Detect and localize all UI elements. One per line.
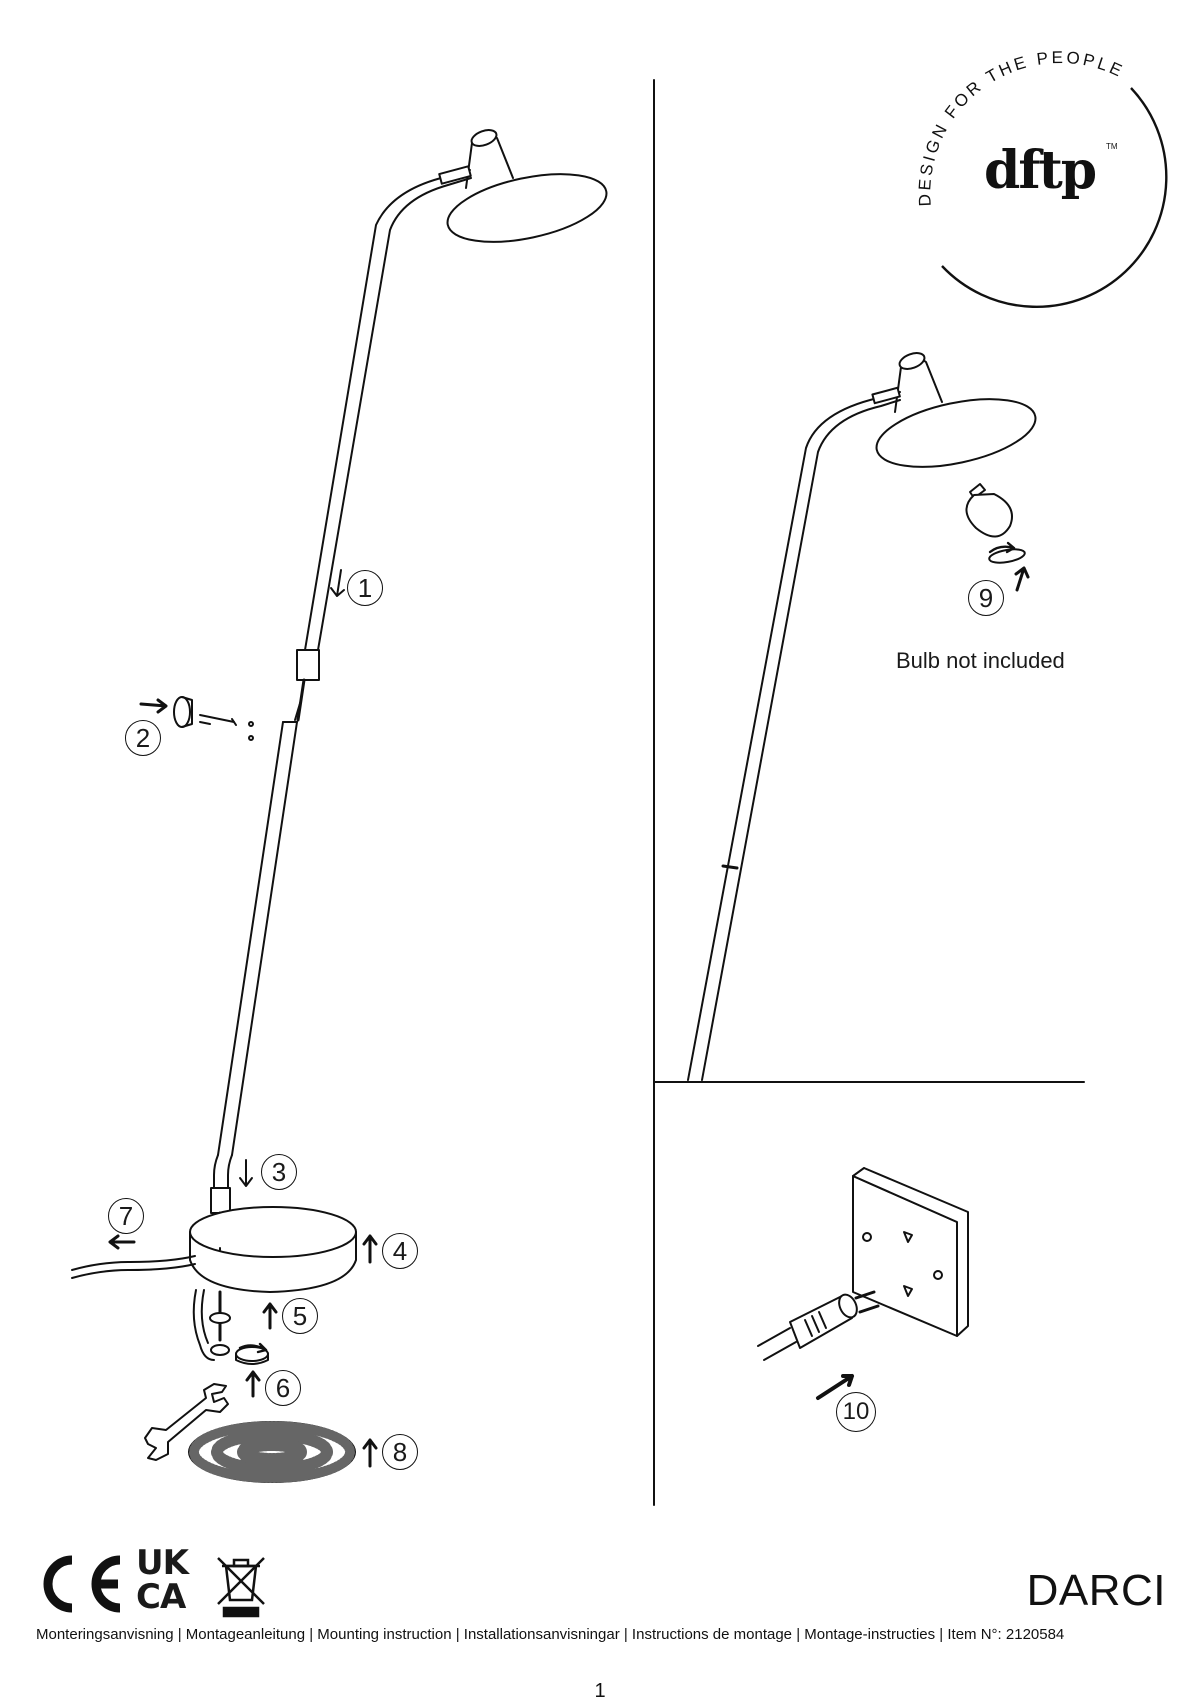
- logo-wordmark: dftp: [984, 140, 1097, 201]
- weee-bin-icon: [217, 1557, 265, 1618]
- lamp-stem-upper: [294, 165, 472, 722]
- power-cable: [71, 1255, 215, 1361]
- step-6-label: 6: [265, 1370, 301, 1406]
- lamp-stem-lower: [210, 1154, 233, 1252]
- lamp-shade-right: [875, 352, 1037, 468]
- wrench-icon: [144, 1383, 229, 1461]
- footer-text: Monteringsanvisning | Montageanleitung |…: [36, 1626, 1065, 1643]
- certification-graphic: [43, 1555, 265, 1618]
- lamp-stem-right: [687, 386, 901, 1081]
- logo-circle-arc: [941, 87, 1168, 309]
- ce-mark-c: [43, 1555, 73, 1613]
- arrow-step-7: [108, 1234, 136, 1250]
- lamp-base: [189, 1206, 357, 1293]
- bulb-icon: [965, 483, 1013, 538]
- ce-mark-e: [91, 1555, 121, 1613]
- nut-step-6: [235, 1342, 269, 1365]
- bulb-note: Bulb not included: [896, 648, 1065, 673]
- step-2-label: 2: [125, 720, 161, 756]
- arrow-step-6: [245, 1370, 261, 1398]
- washer-step-5: [209, 1290, 231, 1356]
- arrow-step-5: [262, 1302, 278, 1330]
- arrow-step-8: [362, 1438, 378, 1468]
- step-8-label: 8: [382, 1434, 418, 1470]
- page-number: 1: [594, 1680, 606, 1702]
- step-9-label: 9: [968, 580, 1004, 616]
- product-name: DARCI: [1026, 1566, 1166, 1615]
- arrow-step-1: [330, 569, 345, 597]
- step-5-label: 5: [282, 1298, 318, 1334]
- ukca-mark-top: UK: [136, 1543, 189, 1583]
- brand-logo-graphic: DESIGN FOR THE PEOPLE: [915, 48, 1168, 309]
- step-7-label: 7: [108, 1198, 144, 1234]
- step-10-label: 10: [836, 1392, 876, 1432]
- ukca-mark-bottom: CA: [136, 1577, 186, 1617]
- lamp-shade-left: [446, 129, 608, 243]
- logo-trademark: TM: [1106, 142, 1118, 151]
- ring-step-9: [988, 541, 1026, 564]
- arrow-step-4: [362, 1234, 378, 1264]
- step-1-label: 1: [347, 570, 383, 606]
- step-4-label: 4: [382, 1233, 418, 1269]
- wall-socket: [852, 1167, 969, 1337]
- arrow-step-3: [239, 1159, 253, 1187]
- step-3-label: 3: [261, 1154, 297, 1190]
- power-plug: [757, 1290, 880, 1361]
- lamp-stem-middle: [217, 721, 298, 1156]
- felt-pad-step-8: [188, 1421, 356, 1483]
- arrow-step-9: [1014, 566, 1030, 592]
- screw-knob-step-2: [139, 696, 237, 728]
- arrow-step-10: [816, 1374, 854, 1400]
